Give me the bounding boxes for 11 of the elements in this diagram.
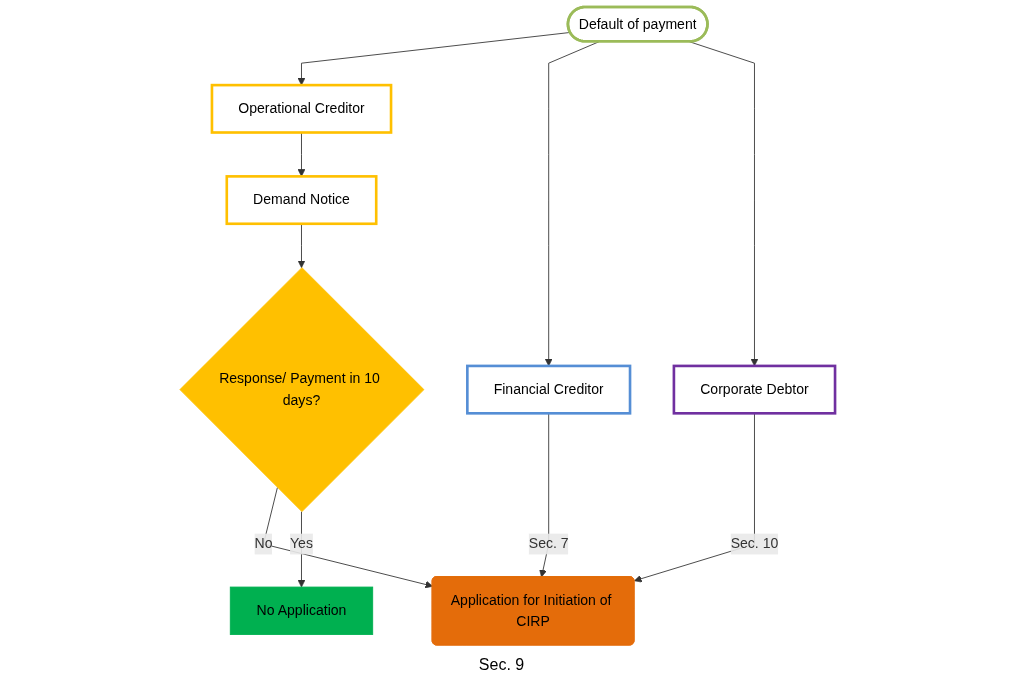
node-box: Corporate Debtor [672,364,837,415]
node-box: Demand Notice [225,175,378,226]
edge-label: Sec. 7 [528,536,569,552]
node-diamond: Response/ Payment in 10 days? [179,267,425,513]
edge-label: No [254,536,273,552]
edge-label: Sec. 10 [730,536,779,552]
edge-label: Yes [290,536,313,552]
section-label: Sec. 9 [478,656,525,673]
node-box: No Application [229,586,374,635]
node-box: Financial Creditor [466,364,632,415]
node-box: Operational Creditor [210,83,393,134]
